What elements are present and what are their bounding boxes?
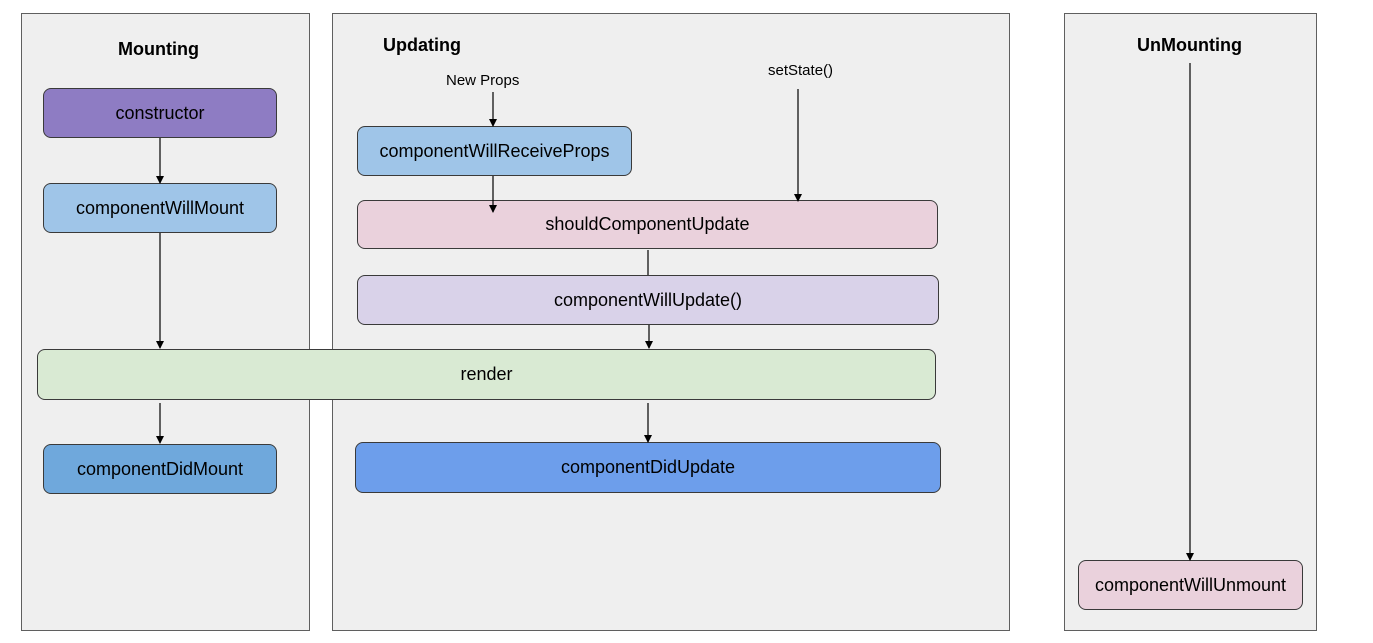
component-did-mount-node: componentDidMount: [43, 444, 277, 494]
new-props-label: New Props: [446, 72, 520, 89]
component-will-mount-node: componentWillMount: [43, 183, 277, 233]
constructor-node: constructor: [43, 88, 277, 138]
render-node: render: [37, 349, 936, 400]
unmounting-panel: [1064, 13, 1317, 631]
component-will-update-node: componentWillUpdate(): [357, 275, 939, 325]
component-did-update-node: componentDidUpdate: [355, 442, 941, 493]
unmounting-title: UnMounting: [1137, 35, 1242, 55]
should-component-update-node: shouldComponentUpdate: [357, 200, 938, 249]
mounting-title: Mounting: [118, 39, 199, 59]
updating-title: Updating: [383, 35, 461, 55]
set-state-label: setState(): [768, 62, 834, 79]
component-will-unmount-node: componentWillUnmount: [1078, 560, 1303, 610]
component-will-receive-props-node: componentWillReceiveProps: [357, 126, 632, 176]
